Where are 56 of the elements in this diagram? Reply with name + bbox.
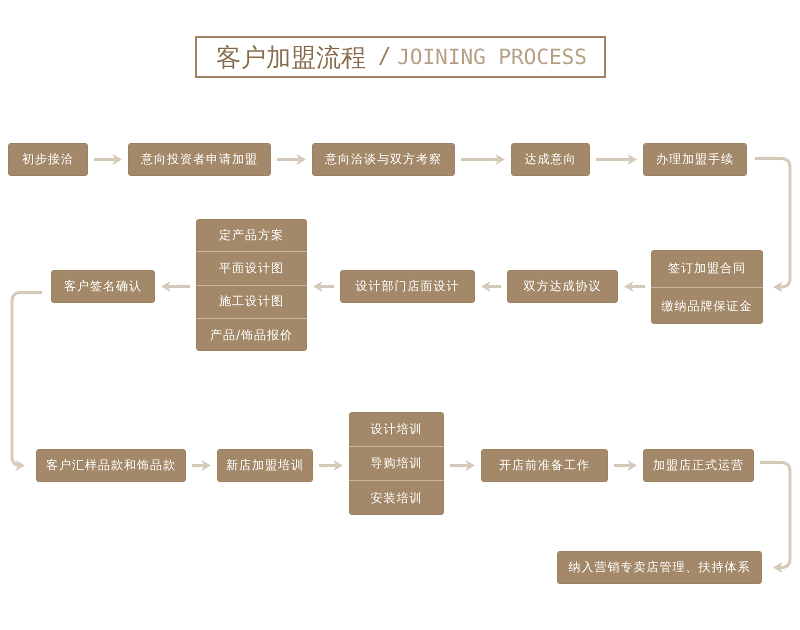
flow-arrow — [319, 460, 343, 471]
flow-arrow — [10, 291, 42, 471]
title-subtitle: JOINING PROCESS — [397, 46, 587, 68]
step-box — [481, 449, 608, 482]
step-label: 安装培训 — [370, 490, 422, 506]
step-box — [128, 143, 271, 176]
step-label: 开店前准备工作 — [499, 458, 590, 473]
step-box — [8, 143, 88, 176]
step-label: 纳入营销专卖店管理、扶持体系 — [568, 560, 750, 575]
flow-arrow — [596, 154, 637, 165]
step-label: 定产品方案 — [219, 228, 284, 242]
step-label: 新店加盟培训 — [226, 458, 304, 473]
step-box — [340, 270, 475, 303]
flow-arrow — [461, 154, 505, 165]
step-label: 达成意向 — [524, 152, 576, 167]
flow-arrow — [94, 154, 122, 165]
step-label: 双方达成协议 — [524, 279, 602, 294]
flow-arrow — [481, 281, 501, 292]
step-label: 缴纳品牌保证金 — [662, 298, 752, 313]
step-label: 加盟店正式运营 — [653, 458, 744, 473]
flow-arrow — [755, 157, 792, 292]
step-label: 设计部门店面设计 — [356, 279, 460, 294]
step-box — [196, 219, 307, 351]
flow-arrow — [760, 461, 792, 573]
step-box — [51, 270, 155, 303]
step-box — [349, 412, 444, 515]
step-label: 设计培训 — [370, 422, 422, 436]
step-label: 产品/饰品报价 — [210, 328, 294, 342]
step-label: 初步接洽 — [22, 152, 74, 167]
step-label: 办理加盟手续 — [656, 152, 734, 167]
step-box — [643, 143, 747, 176]
step-label: 导购培训 — [370, 456, 422, 471]
diagram-title: 客户加盟流程 — [216, 44, 366, 70]
step-box — [36, 449, 186, 482]
title-separator: / — [378, 46, 392, 68]
step-box — [511, 143, 590, 176]
step-box — [557, 551, 762, 584]
step-box — [507, 270, 618, 303]
flow-arrow — [624, 281, 645, 292]
step-label: 施工设计图 — [219, 294, 284, 309]
flow-arrow — [277, 154, 306, 165]
step-label: 签订加盟合同 — [668, 261, 746, 276]
flow-arrow — [192, 460, 211, 471]
step-label: 意向投资者申请加盟 — [141, 152, 258, 167]
step-label: 平面设计图 — [219, 261, 284, 276]
step-box — [643, 449, 754, 482]
flow-arrow — [450, 460, 475, 471]
step-box — [651, 250, 763, 324]
flow-arrow — [614, 460, 637, 471]
step-box — [312, 143, 455, 176]
flow-arrow — [313, 281, 334, 292]
step-box — [217, 449, 313, 482]
step-label: 客户汇样品款和饰品款 — [46, 458, 176, 473]
flow-arrow — [161, 281, 190, 292]
step-label: 客户签名确认 — [64, 279, 142, 294]
step-label: 意向洽谈与双方考察 — [325, 152, 442, 167]
